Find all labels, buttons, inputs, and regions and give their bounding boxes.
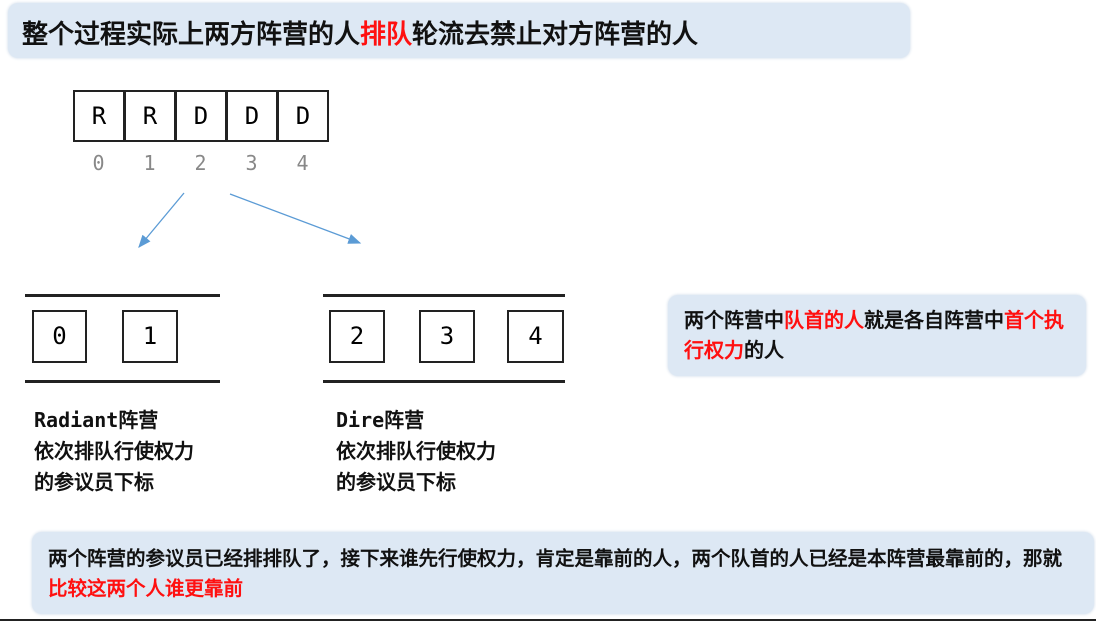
arrow-to-radiant: [138, 192, 185, 248]
senate-cell: D: [175, 90, 227, 142]
queue-head-note: 两个阵营中队首的人就是各自阵营中首个执行权力的人: [668, 295, 1086, 376]
bottom-border: [0, 619, 1096, 621]
title-text-end: 轮流去禁止对方阵营的人: [412, 20, 699, 50]
note-text: 两个阵营中队首的人就是各自阵营中首个执行权力的人: [684, 305, 1074, 365]
summary-text-part: 两个阵营的参议员已经排排队了，接下来谁先行使权力，肯定是靠前的人，两个队首的人已…: [48, 547, 1063, 570]
queue-bottom-line: [25, 380, 220, 383]
radiant-suffix: 阵营: [118, 408, 159, 432]
index-label: 1: [143, 151, 156, 175]
note-text-part: 两个阵营中: [684, 308, 784, 332]
dire-line2: 依次排队行使权力: [336, 439, 496, 463]
title-highlight: 排队: [360, 20, 413, 50]
dire-suffix: 阵营: [384, 408, 425, 432]
note-text-part: 就是各自阵营中: [864, 308, 1004, 332]
senate-cell: R: [73, 90, 125, 142]
title-banner: 整个过程实际上两方阵营的人排队轮流去禁止对方阵营的人: [8, 3, 910, 58]
summary-text: 两个阵营的参议员已经排排队了，接下来谁先行使权力，肯定是靠前的人，两个队首的人已…: [48, 544, 1078, 604]
dire-label: Dire阵营 依次排队行使权力 的参议员下标: [336, 405, 496, 498]
summary-highlight: 比较这两个人谁更靠前: [48, 577, 244, 600]
page-title: 整个过程实际上两方阵营的人排队轮流去禁止对方阵营的人: [22, 14, 698, 51]
queue-top-line: [25, 294, 220, 297]
queue-bottom-line: [323, 380, 565, 383]
queue-top-line: [323, 294, 565, 297]
arrow-to-dire: [229, 193, 362, 244]
queue-cell: 4: [507, 310, 564, 363]
index-label: 2: [194, 151, 207, 175]
index-label: 4: [296, 151, 309, 175]
queue-cell: 0: [32, 310, 87, 363]
queue-cell: 2: [329, 310, 385, 363]
dire-name: Dire: [336, 408, 385, 432]
radiant-line3: 的参议员下标: [34, 470, 154, 494]
queue-cell: 3: [419, 310, 475, 363]
index-label: 3: [245, 151, 258, 175]
title-text: 整个过程实际上两方阵营的人: [22, 20, 361, 50]
radiant-label: Radiant阵营 依次排队行使权力 的参议员下标: [34, 405, 194, 498]
note-highlight: 队首的人: [784, 308, 864, 332]
dire-line3: 的参议员下标: [336, 470, 456, 494]
senate-cell: D: [277, 90, 329, 142]
queue-cell: 1: [122, 310, 178, 363]
note-highlight: 首个执行权力: [684, 308, 1064, 362]
index-label: 0: [92, 151, 105, 175]
radiant-line2: 依次排队行使权力: [34, 439, 194, 463]
note-text-part: 的人: [744, 338, 784, 362]
radiant-name: Radiant: [34, 408, 119, 432]
summary-note: 两个阵营的参议员已经排排队了，接下来谁先行使权力，肯定是靠前的人，两个队首的人已…: [32, 532, 1094, 614]
